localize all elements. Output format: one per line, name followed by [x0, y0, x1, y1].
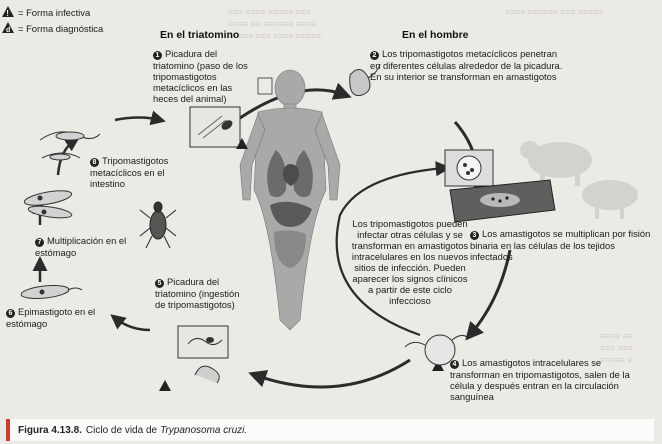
step-5-number: 5 — [155, 279, 164, 288]
step-6-number: 6 — [6, 309, 15, 318]
step-2-text: Los tripomastigotos metacíclicos penetra… — [370, 48, 562, 82]
step-5-text: Picadura del triatomino (ingestión de tr… — [155, 276, 239, 310]
svg-text:!: ! — [6, 9, 9, 18]
svg-text:d: d — [6, 27, 10, 34]
step-2-number: 2 — [370, 51, 379, 60]
cycle-arrow-to-bug — [115, 118, 160, 121]
bite-inset — [190, 107, 240, 147]
trypomastigote-icon — [195, 366, 219, 383]
step-3-number: 3 — [470, 231, 479, 240]
legend-diagnostic: = Forma diagnóstica — [18, 23, 103, 34]
multiplying-epimastigotes — [23, 188, 72, 220]
diagnostic-triangle-icon: d — [2, 22, 14, 34]
header-host: En el hombre — [402, 29, 469, 41]
infective-marker-icon — [159, 380, 171, 391]
step-7-number: 7 — [35, 238, 44, 247]
cycle-arrow-bottom — [255, 360, 410, 387]
caption-species: Trypanosoma cruzi. — [160, 425, 247, 436]
epimastigote — [21, 284, 82, 301]
triatomine-bug-icon — [140, 202, 176, 248]
center-infection-note: Los tripomastigotos pueden infectar otra… — [350, 218, 470, 306]
step-7-text: Multiplicación en el estómago — [35, 235, 126, 258]
step-1-text: Picadura del triatomino (paso de los tri… — [153, 48, 248, 104]
figure-caption: Figura 4.13.8. Ciclo de vida de Trypanos… — [6, 419, 654, 441]
step-4-number: 4 — [450, 360, 459, 369]
caption-figure-number: Figura 4.13.8. — [18, 425, 82, 436]
step-1-number: 1 — [153, 51, 162, 60]
step-4-text: Los amastigotos intracelulares se transf… — [450, 357, 630, 402]
header-vector: En el triatomino — [160, 29, 239, 41]
step-6-text: Epimastigoto en el estómago — [6, 306, 95, 329]
legend-infective: = Forma infectiva — [18, 7, 90, 18]
step-3-text: Los amastigotos se multiplican por fisió… — [470, 228, 650, 262]
caption-text: Ciclo de vida de — [86, 425, 157, 436]
step-8-number: 8 — [90, 158, 99, 167]
step-8-text: Tripomastigotos metacíclicos en el intes… — [90, 155, 168, 189]
bite-site-box — [258, 78, 272, 94]
warning-triangle-icon: ! — [2, 6, 14, 18]
cycle-arrow-bottom-left — [115, 318, 150, 330]
cycle-arrow-right-lower — [470, 250, 510, 335]
